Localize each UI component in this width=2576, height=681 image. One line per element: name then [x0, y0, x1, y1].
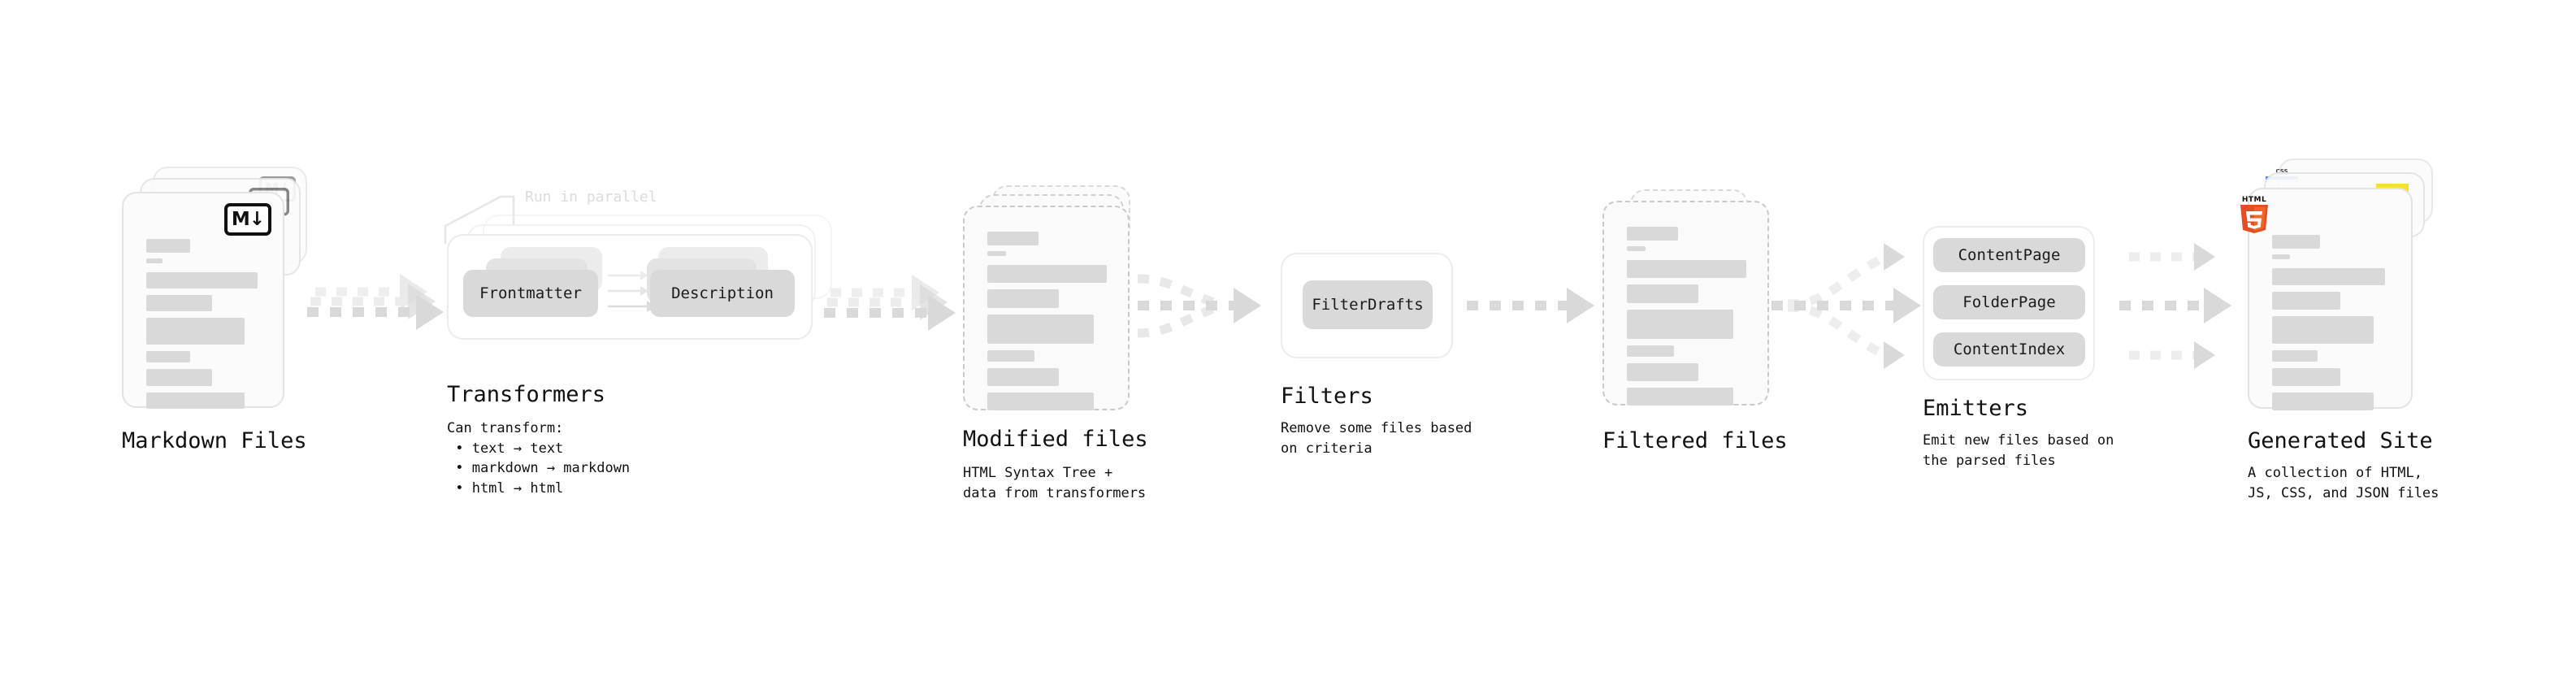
skeleton-bar: [987, 289, 1059, 308]
skeleton-bar: [987, 251, 1006, 256]
skeleton-bar: [2272, 235, 2320, 249]
skeleton-bar: [987, 368, 1059, 386]
stage-markdown-files: M↓ M↓ M↓: [122, 167, 309, 410]
modified-files-subtitle: HTML Syntax Tree + data from transformer…: [963, 465, 1147, 501]
stage-modified-files: [963, 185, 1142, 413]
skeleton-bar: [1627, 363, 1698, 381]
skeleton-bar: [146, 351, 190, 362]
generated-site-subtitle: A collection of HTML, JS, CSS, and JSON …: [2248, 465, 2439, 501]
skeleton-bar: [1627, 388, 1733, 406]
modified-files-title: Modified files: [963, 427, 1148, 452]
arrow-filtered-to-emitters: [1772, 243, 1921, 369]
skeleton-bar: [2272, 393, 2374, 410]
arrow-emitters-to-site: [2119, 243, 2231, 369]
stage-filtered-files: [1602, 189, 1777, 417]
skeleton-bar: [146, 369, 212, 386]
emitter-chip-folderpage[interactable]: FolderPage: [1933, 285, 2085, 319]
skeleton-bar: [146, 318, 245, 345]
emitter-chip-contentindex[interactable]: ContentIndex: [1933, 332, 2085, 367]
arrow-modified-to-filters: [1137, 274, 1261, 338]
skeleton-bar: [146, 295, 212, 311]
stage-generated-site: CSS HTML: [2240, 158, 2435, 410]
skeleton-bar: [1627, 284, 1698, 303]
filter-chip-filterdrafts[interactable]: FilterDrafts: [1303, 280, 1433, 329]
emitter-chip-contentpage[interactable]: ContentPage: [1933, 238, 2085, 272]
skeleton-bar: [987, 265, 1107, 283]
skeleton-bar: [1627, 345, 1674, 357]
arrow-filters-to-filtered: [1467, 288, 1594, 323]
run-in-parallel-bracket: [444, 195, 515, 244]
arrow-markdown-to-transformers: [307, 274, 444, 330]
filters-subtitle: Remove some files based on criteria: [1281, 420, 1472, 457]
skeleton-bar: [146, 239, 190, 253]
modified-card-front: [963, 206, 1130, 410]
skeleton-bar: [2272, 292, 2340, 310]
site-card-front: HTML: [2240, 188, 2413, 410]
skeleton-bar: [987, 350, 1034, 362]
html5-icon: HTML: [2238, 196, 2270, 233]
emitters-subtitle: Emit new files based on the parsed files: [1923, 432, 2114, 469]
transformer-chip-description[interactable]: Description: [650, 270, 795, 317]
skeleton-bar: [2272, 316, 2374, 344]
skeleton-bar: [2272, 350, 2318, 362]
html5-icon-label: HTML: [2241, 196, 2267, 204]
filtered-card-front: [1602, 201, 1769, 406]
skeleton-bar: [146, 258, 163, 263]
transformers-subtitle: Can transform: • text → text • markdown …: [447, 420, 631, 497]
emitters-title: Emitters: [1923, 396, 2029, 421]
arrow-transformers-to-modified: [824, 275, 956, 331]
skeleton-bar: [146, 393, 245, 409]
markdown-card-front: M↓: [122, 192, 284, 409]
skeleton-bar: [2272, 268, 2385, 285]
markdown-icon: M↓: [224, 203, 271, 236]
generated-site-title: Generated Site: [2248, 428, 2433, 453]
skeleton-bar: [146, 272, 258, 288]
skeleton-bar: [2272, 254, 2290, 259]
filters-title: Filters: [1281, 384, 1373, 409]
skeleton-bar: [1627, 246, 1646, 251]
skeleton-bar: [1627, 310, 1733, 339]
skeleton-bar: [1627, 227, 1678, 241]
run-in-parallel-label: Run in parallel: [525, 189, 657, 206]
skeleton-bar: [1627, 260, 1746, 278]
filtered-files-title: Filtered files: [1602, 428, 1788, 453]
skeleton-bar: [987, 314, 1094, 344]
skeleton-bar: [987, 232, 1039, 245]
transformer-chip-frontmatter[interactable]: Frontmatter: [463, 270, 598, 317]
markdown-files-title: Markdown Files: [122, 428, 307, 453]
skeleton-bar: [2272, 368, 2340, 386]
skeleton-bar: [987, 393, 1094, 410]
css3-icon-label: CSS: [2275, 168, 2288, 175]
transformers-title: Transformers: [447, 382, 606, 407]
